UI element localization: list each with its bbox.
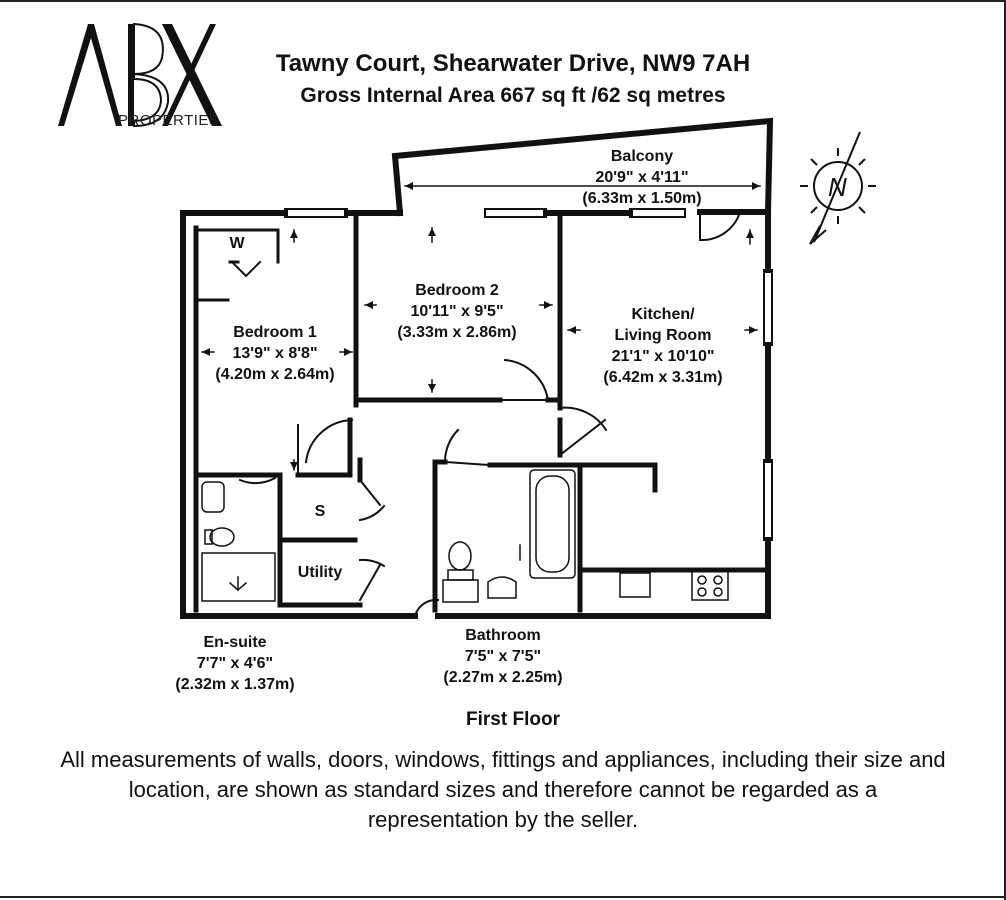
kitchen-imperial: 21'1" x 10'10" — [611, 348, 715, 365]
abx-logo — [58, 22, 222, 128]
arrowheads — [202, 182, 760, 470]
bedroom1-name: Bedroom 1 — [233, 324, 317, 341]
bathroom-label: Bathroom 7'5" x 7'5" (2.27m x 2.25m) — [428, 625, 578, 688]
logo-subtitle: PROPERTIES — [118, 112, 220, 129]
bedroom2-metric: (3.33m x 2.86m) — [397, 324, 517, 341]
balcony-imperial: 20'9" x 4'11" — [595, 169, 689, 186]
windows — [284, 208, 773, 541]
kitchen-name-line1: Kitchen/ — [631, 306, 695, 323]
gross-area: Gross Internal Area 667 sq ft /62 sq met… — [300, 84, 726, 107]
bedroom2-name: Bedroom 2 — [415, 282, 499, 299]
bathroom-metric: (2.27m x 2.25m) — [443, 669, 563, 686]
doors — [230, 210, 742, 618]
compass-north-label: N — [828, 172, 847, 202]
kitchen-label: Kitchen/ Living Room 21'1" x 10'10" (6.4… — [588, 304, 738, 388]
frame-top-border — [0, 0, 1006, 2]
floor-label: First Floor — [466, 709, 560, 730]
bedroom1-metric: (4.20m x 2.64m) — [215, 366, 335, 383]
bedroom1-label: Bedroom 1 13'9" x 8'8" (4.20m x 2.64m) — [200, 322, 350, 385]
ensuite-name: En-suite — [203, 634, 267, 651]
frame-bottom-border — [0, 896, 1006, 898]
ensuite-imperial: 7'7" x 4'6" — [196, 655, 274, 672]
frame-right-border — [1004, 0, 1006, 900]
bathroom-name: Bathroom — [465, 627, 541, 644]
bedroom2-imperial: 10'11" x 9'5" — [410, 303, 504, 320]
disclaimer-text: All measurements of walls, doors, window… — [60, 747, 946, 832]
balcony-name: Balcony — [610, 148, 674, 165]
kitchen-fixtures — [619, 569, 729, 601]
wardrobe-label: W — [229, 235, 245, 252]
kitchen-metric: (6.42m x 3.31m) — [603, 369, 723, 386]
ensuite-label: En-suite 7'7" x 4'6" (2.32m x 1.37m) — [160, 632, 310, 695]
balcony-label: Balcony 20'9" x 4'11" (6.33m x 1.50m) — [574, 146, 710, 209]
interior-walls — [193, 210, 771, 613]
north-compass-icon: N — [800, 131, 876, 245]
kitchen-name-line2: Living Room — [614, 327, 712, 344]
bathroom-fixtures — [442, 469, 576, 603]
ensuite-fixtures — [201, 481, 276, 602]
outer-walls — [180, 117, 774, 619]
store-label: S — [314, 503, 326, 520]
bedroom2-label: Bedroom 2 10'11" x 9'5" (3.33m x 2.86m) — [382, 280, 532, 343]
property-title: Tawny Court, Shearwater Drive, NW9 7AH — [275, 50, 751, 77]
balcony-metric: (6.33m x 1.50m) — [582, 190, 702, 207]
ensuite-metric: (2.32m x 1.37m) — [175, 676, 295, 693]
bathroom-imperial: 7'5" x 7'5" — [464, 648, 542, 665]
bedroom1-imperial: 13'9" x 8'8" — [232, 345, 318, 362]
utility-label: Utility — [297, 564, 343, 581]
